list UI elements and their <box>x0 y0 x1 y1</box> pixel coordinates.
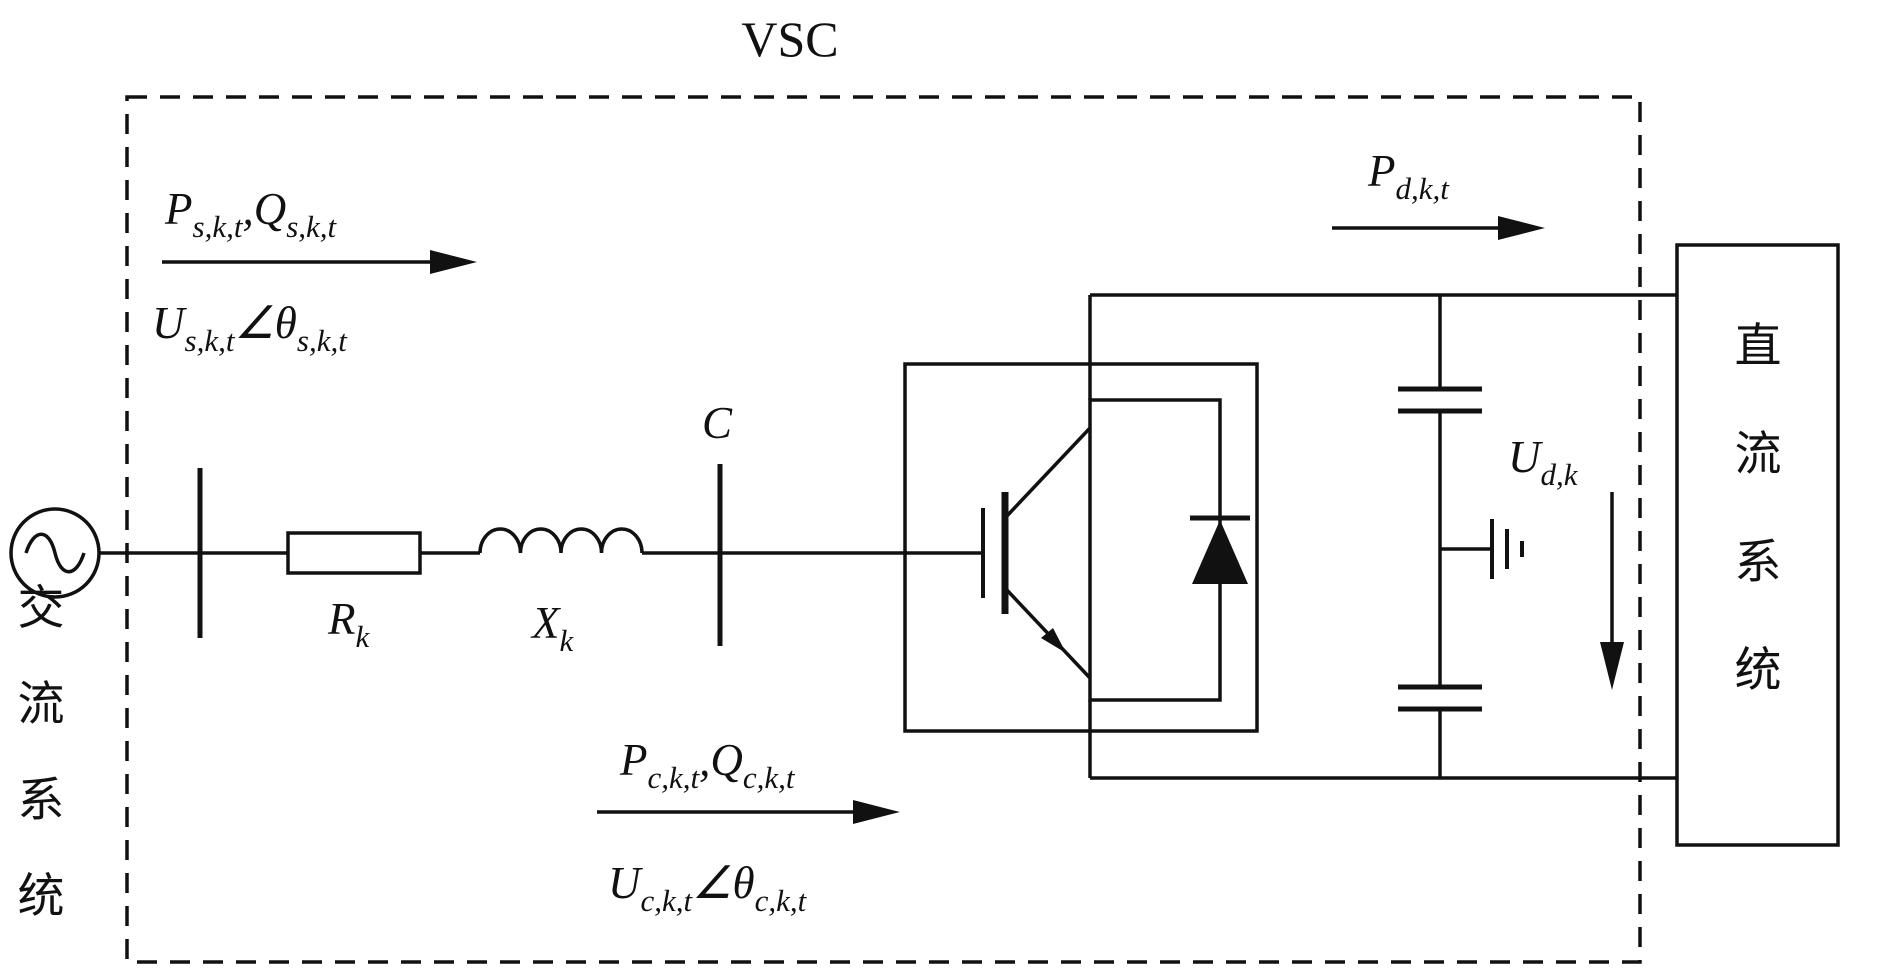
ac-system-label: 交流系统 <box>17 581 65 922</box>
diode-icon <box>1190 515 1250 584</box>
arrow-pd-flow <box>1332 216 1545 240</box>
converter-box <box>903 362 1259 733</box>
label-us-angle: Us,k,t∠θs,k,t <box>152 298 348 358</box>
arrow-ps-flow <box>162 250 477 274</box>
resistor <box>286 531 422 575</box>
label-uc-angle: Uc,k,t∠θc,k,t <box>608 858 808 918</box>
label-ud: Ud,k <box>1508 432 1579 492</box>
label-inductor: Xk <box>530 598 575 658</box>
dc-system-label: 直流系统 <box>1734 319 1782 696</box>
igbt-emitter-arrow <box>1041 628 1066 653</box>
label-capacitor-bus: C <box>702 398 733 448</box>
inductor <box>478 527 644 554</box>
label-pd: Pd,k,t <box>1367 146 1450 206</box>
converter-inner-loop <box>1088 398 1222 702</box>
label-pc-qc: Pc,k,t,Qc,k,t <box>619 735 796 795</box>
label-ps-qs: Ps,k,t,Qs,k,t <box>164 184 338 244</box>
arrow-ud-direction <box>1600 492 1624 690</box>
vsc-boundary-box <box>125 95 1642 964</box>
label-resistor: Rk <box>327 594 371 654</box>
dc-capacitor-branch <box>1398 295 1482 778</box>
ground-icon <box>1440 519 1524 579</box>
dc-system-box <box>1675 243 1840 847</box>
diagram-title: VSC <box>741 11 838 67</box>
arrow-pc-flow <box>597 800 900 824</box>
igbt-icon <box>981 426 1092 680</box>
